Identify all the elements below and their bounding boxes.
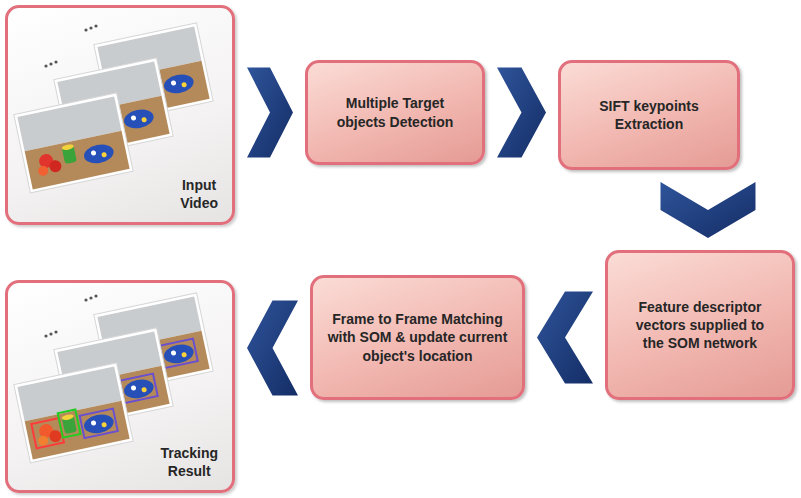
process-label: Multiple Target objects Detection xyxy=(330,94,460,130)
tracked-frame xyxy=(14,363,133,463)
label-holder: SIFT keypoints Extraction xyxy=(589,97,709,133)
label-holder: Multiple Target objects Detection xyxy=(330,94,460,130)
process-label: Feature descriptor vectors supplied to t… xyxy=(625,298,775,353)
label-holder: Input Video xyxy=(180,176,218,212)
process-label: Frame to Frame Matching with SOM & updat… xyxy=(323,310,513,365)
video-panel: Tracking Result xyxy=(5,280,235,493)
illustration-part xyxy=(89,296,92,299)
label-holder: Feature descriptor vectors supplied to t… xyxy=(625,298,775,353)
process-box: Frame to Frame Matching with SOM & updat… xyxy=(310,275,525,400)
panel-label: Input Video xyxy=(180,176,218,212)
illustration-part xyxy=(49,332,52,335)
video-panel: Input Video xyxy=(5,5,235,225)
illustration-part xyxy=(94,294,97,297)
illustration-part xyxy=(94,24,97,27)
illustration-part xyxy=(54,330,57,333)
chevron-arrow xyxy=(537,292,593,384)
chevron-arrow xyxy=(661,182,756,238)
illustration-part xyxy=(54,60,57,63)
illustration-part xyxy=(49,62,52,65)
illustration-part xyxy=(84,28,87,31)
illustration-part xyxy=(44,334,47,337)
chevron-arrow xyxy=(247,68,293,158)
ellipsis-dots xyxy=(44,294,97,337)
ellipsis-dots xyxy=(44,24,97,67)
chevron-arrow xyxy=(497,68,546,158)
process-box: SIFT keypoints Extraction xyxy=(558,60,740,170)
video-frame xyxy=(14,93,133,193)
label-holder: Tracking Result xyxy=(160,444,218,480)
label-holder: Frame to Frame Matching with SOM & updat… xyxy=(323,310,513,365)
illustration-part xyxy=(84,298,87,301)
process-box: Feature descriptor vectors supplied to t… xyxy=(605,250,795,400)
process-label: SIFT keypoints Extraction xyxy=(589,97,709,133)
illustration-part xyxy=(44,64,47,67)
process-box: Multiple Target objects Detection xyxy=(305,60,485,165)
chevron-arrow xyxy=(247,301,298,396)
illustration-part xyxy=(89,26,92,29)
panel-label: Tracking Result xyxy=(160,444,218,480)
